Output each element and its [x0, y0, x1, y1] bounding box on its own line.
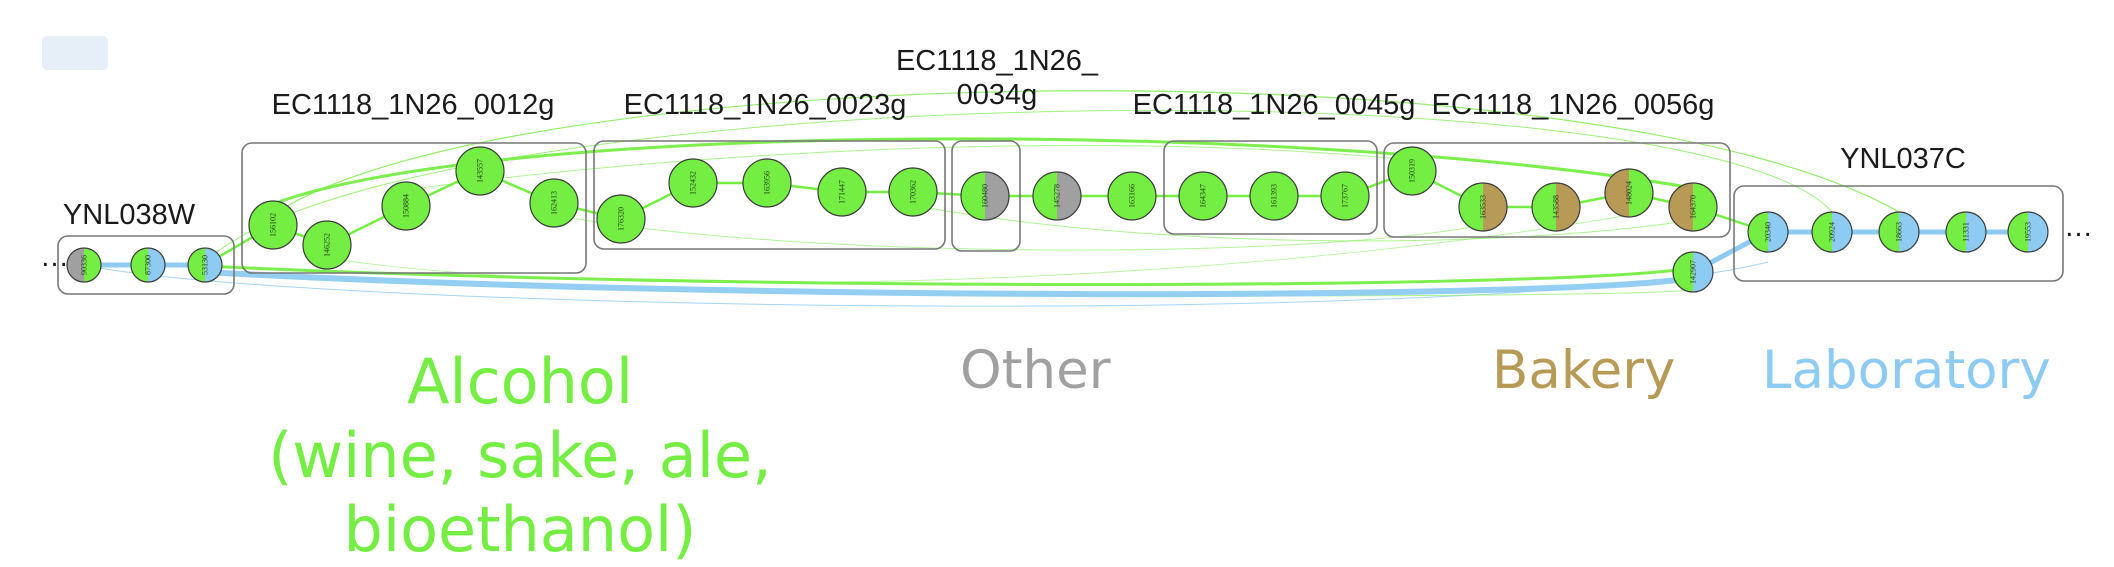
node-label: 143557	[476, 159, 485, 183]
node-label: 152432	[689, 171, 698, 195]
gene-label-2: EC1118_1N26_0023g	[624, 89, 907, 121]
corner-tab[interactable]	[42, 36, 108, 70]
node-18663[interactable]: 18663	[1878, 211, 1920, 253]
node-143557[interactable]: 143557	[455, 146, 505, 196]
node-label: 145278	[1053, 184, 1062, 208]
gene-label-5: EC1118_1N26_0056g	[1432, 89, 1715, 121]
node-146252[interactable]: 146252	[302, 220, 352, 270]
edge-bg-6	[553, 214, 1484, 251]
node-label: 20340	[1764, 222, 1773, 242]
edge-major-1	[204, 264, 1679, 287]
node-label: 162413	[550, 191, 559, 215]
node-163956[interactable]: 163956	[742, 158, 792, 208]
node-label: 164347	[1199, 184, 1208, 208]
node-label: 161393	[1270, 184, 1279, 208]
legend-laboratory: Laboratory	[1762, 340, 2051, 401]
gene-groups	[57, 140, 2064, 295]
gene-group-box-2	[593, 140, 946, 250]
edge-bg-2	[272, 90, 1900, 216]
node-label: 18663	[1895, 222, 1904, 242]
node-label: 160480	[981, 184, 990, 208]
node-163533[interactable]: 163533	[1458, 182, 1508, 232]
node-label: 170362	[909, 180, 918, 204]
node-20340[interactable]: 20340	[1747, 211, 1789, 253]
node-label: 163166	[1128, 184, 1137, 208]
node-label: 173767	[1341, 184, 1350, 208]
node-145278[interactable]: 145278	[1032, 171, 1082, 221]
node-label: 163533	[1479, 195, 1488, 219]
node-170362[interactable]: 170362	[888, 167, 938, 217]
node-label: 150319	[1408, 159, 1417, 183]
edge-bg-4	[405, 145, 1413, 191]
node-label: 20924	[1828, 222, 1837, 242]
node-label: 87300	[144, 255, 153, 275]
node-171447[interactable]: 171447	[817, 167, 867, 217]
ellipsis-right: …	[2064, 211, 2093, 243]
node-label: 150884	[402, 194, 411, 218]
legend-alcohol-title: Alcohol	[406, 345, 634, 418]
node-label: 156102	[269, 213, 278, 237]
gene-group-box-0	[57, 235, 235, 295]
node-160480[interactable]: 160480	[960, 171, 1010, 221]
edge-bg-5	[912, 204, 1694, 242]
node-label: 164370	[1689, 195, 1698, 219]
node-label: 171447	[838, 180, 847, 204]
node-164370[interactable]: 164370	[1668, 182, 1718, 232]
gene-group-box-3	[951, 140, 1021, 252]
gene-label-0: YNL038W	[63, 199, 196, 231]
legend-alcohol-examples: (wine, sake, ale, bioethanol)	[268, 419, 772, 566]
node-label: 11331	[1962, 222, 1971, 242]
edge-bg-1	[204, 109, 1833, 263]
legend-bakery: Bakery	[1492, 340, 1676, 401]
node-53130[interactable]: 53130	[187, 247, 223, 283]
node-label: 176320	[617, 207, 626, 231]
node-90336[interactable]: 90336	[66, 247, 102, 283]
node-label: 163956	[763, 171, 772, 195]
node-150884[interactable]: 150884	[381, 181, 431, 231]
node-162413[interactable]: 162413	[529, 178, 579, 228]
gene-group-box-5	[1383, 142, 1731, 238]
edge-major-2	[272, 137, 1694, 206]
node-label: 148024	[1625, 181, 1634, 205]
gene-group-box-6	[1733, 185, 2064, 282]
legend-other: Other	[960, 340, 1111, 401]
edge-major-0	[204, 269, 1679, 298]
node-label: 146252	[323, 233, 332, 257]
node-143588[interactable]: 143588	[1531, 182, 1581, 232]
node-label: 90336	[80, 255, 89, 275]
gene-label-1: EC1118_1N26_0012g	[272, 89, 555, 121]
node-label: 142907	[1689, 260, 1698, 284]
pangenome-graph: 90336 87300 53130 156102 146252 150884 143557 1…	[40, 45, 2093, 307]
node-152432[interactable]: 152432	[668, 158, 718, 208]
node-11331[interactable]: 11331	[1945, 211, 1987, 253]
node-156102[interactable]: 156102	[248, 200, 298, 250]
node-label: 19553	[2024, 222, 2033, 242]
gene-label-4: EC1118_1N26_0045g	[1133, 89, 1416, 121]
node-163166[interactable]: 163166	[1107, 171, 1157, 221]
node-173767[interactable]: 173767	[1320, 171, 1370, 221]
node-label: 143588	[1552, 195, 1561, 219]
gene-label-3: EC1118_1N26_0034g	[896, 45, 1099, 111]
node-87300[interactable]: 87300	[130, 247, 166, 283]
node-19553[interactable]: 19553	[2007, 211, 2049, 253]
node-148024[interactable]: 148024	[1604, 168, 1654, 218]
node-142907[interactable]: 142907	[1672, 251, 1714, 293]
ellipsis-left: …	[40, 241, 69, 273]
gene-group-box-4	[1163, 140, 1378, 235]
node-176320[interactable]: 176320	[596, 194, 646, 244]
node-150319[interactable]: 150319	[1387, 146, 1437, 196]
node-label: 53130	[201, 255, 210, 275]
gene-group-box-1	[241, 142, 587, 274]
node-20924[interactable]: 20924	[1811, 211, 1853, 253]
graph-nodes: 90336 87300 53130 156102 146252 150884 143557 1…	[66, 146, 2049, 293]
gene-label-6: YNL037C	[1840, 143, 1966, 175]
node-161393[interactable]: 161393	[1249, 171, 1299, 221]
node-164347[interactable]: 164347	[1178, 171, 1228, 221]
gene-labels: YNL038W EC1118_1N26_0012g EC1118_1N26_0023…	[63, 45, 1966, 231]
